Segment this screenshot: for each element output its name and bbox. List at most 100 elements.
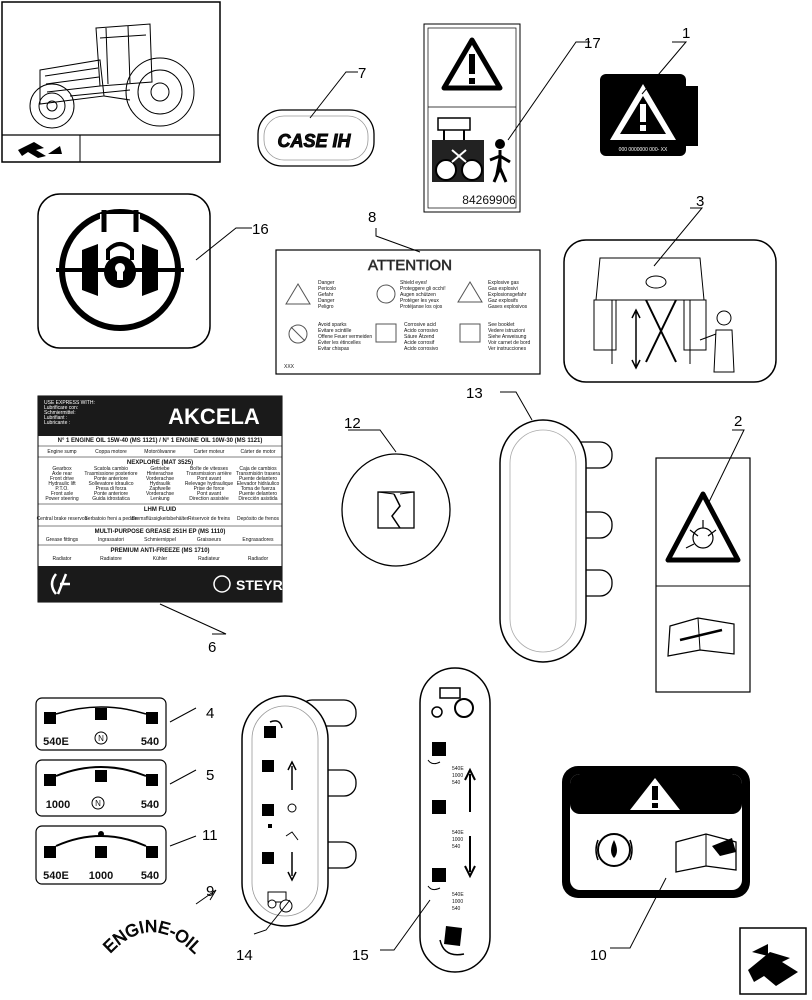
pto15-mid-2: 540 — [452, 844, 461, 850]
akcela-row2-cell: Gearbox — [52, 466, 72, 472]
attention-decal: ATTENTION Danger Pericolo Gefahr Danger … — [275, 249, 541, 375]
callout-11: 11 — [202, 827, 218, 844]
pto-decal-5: 1000 N 540 — [35, 759, 167, 817]
akcela-row4-c4: Engrasadores — [242, 537, 274, 543]
callout-4: 4 — [206, 705, 214, 722]
pto4-right: 540 — [141, 736, 159, 748]
akcela-row1-c1: Coppa motore — [95, 449, 127, 455]
warning-decal-1: 000 0000000 000- XX — [600, 74, 698, 156]
akcela-row5-c2: Kühler — [153, 556, 168, 562]
attn-explosive-3: Gaz explosifs — [488, 298, 519, 304]
attn-booklet-4: Ver instrucciones — [488, 346, 527, 352]
attn-corrosive-0: Corrosive acid — [404, 322, 436, 328]
round-cap-12 — [341, 453, 451, 567]
attn-shield-3: Protéger les yeux — [400, 298, 439, 304]
tractor-crush-icon — [432, 117, 511, 183]
akcela-row2-cell: Elevador hidráulico — [237, 481, 280, 487]
attn-danger-2: Gefahr — [318, 292, 334, 298]
lever-decal-15: 540E 1000 540 540E 1000 540 540E 1000 54… — [419, 667, 491, 973]
akcela-row2-cell: Boîte de vitesses — [190, 466, 229, 472]
akcela-row2-cell: P.T.O. — [55, 486, 68, 492]
explosion-hazard-icon — [665, 491, 741, 563]
akcela-top-4: Lubricante : — [44, 420, 70, 426]
akcela-row4-c0: Grease fittings — [46, 537, 79, 543]
attn-sparks-0: Avoid sparks — [318, 322, 347, 328]
attn-explosive-1: Gas esplosivi — [488, 286, 518, 292]
attn-shield-0: Shield eyes! — [400, 280, 427, 286]
akcela-row3-c4: Depósito de frenos — [237, 516, 279, 522]
next-page-arrow-icon[interactable] — [739, 927, 807, 995]
akcela-row5-c1: Radiatore — [100, 556, 122, 562]
part-1-code: 000 0000000 000- XX — [619, 147, 668, 153]
oil-booklet-decal — [562, 766, 750, 898]
callout-17: 17 — [584, 35, 601, 52]
akcela-row2-cell: Lenkung — [150, 496, 169, 502]
akcela-row2-cell: Ponte anteriore — [94, 476, 128, 482]
pto-decal-4: 540E N 540 — [35, 697, 167, 751]
callout-8: 8 — [368, 209, 376, 226]
pto15-top-0: 540E — [452, 766, 464, 772]
akcela-row5-c4: Radiador — [248, 556, 269, 562]
akcela-row2-cell: Vorderachse — [146, 491, 174, 497]
akcela-row2-cell: Axle rear — [52, 471, 72, 477]
akcela-row2-cell: Front axle — [51, 491, 73, 497]
explosive-booklet-decal — [655, 457, 751, 693]
akcela-row2-cell: Ponte anteriore — [94, 491, 128, 497]
pto15-mid-1: 1000 — [452, 837, 463, 843]
akcela-row3-c1: Serbatoio freni a pedale — [84, 516, 137, 522]
akcela-row2-cell: Relevage hydraulique — [185, 481, 234, 487]
attn-danger-0: Danger — [318, 280, 335, 286]
case-logo-text: CASE IH — [277, 131, 351, 151]
attn-shield-2: Augen schützen — [400, 292, 436, 298]
pto4-mid: N — [98, 734, 104, 743]
attn-code: XXX — [284, 364, 295, 370]
callout-7: 7 — [358, 65, 366, 82]
pto15-bot-1: 1000 — [452, 899, 463, 905]
akcela-row1-c0: Engine sump — [47, 449, 76, 455]
attn-shield-1: Proteggere gli occhi! — [400, 286, 446, 292]
attention-title: ATTENTION — [368, 257, 452, 274]
akcela-row2-cell: Direction assistée — [189, 496, 229, 502]
akcela-row2-cell: Pont avant — [197, 476, 222, 482]
pto11-left: 540E — [43, 870, 69, 882]
akcela-row2-cell: Trasmissione posteriore — [84, 471, 137, 477]
engine-oil-arc: ENGINE-OIL — [99, 917, 205, 958]
akcela-row2-cell: Guida idrostatica — [92, 496, 130, 502]
case-ih-badge: CASE IH — [257, 109, 375, 167]
attn-explosive-0: Explosive gas — [488, 280, 519, 286]
callout-2: 2 — [734, 413, 742, 430]
akcela-brand: AKCELA — [168, 404, 260, 429]
callout-6: 6 — [208, 639, 216, 656]
attn-booklet-2: Siehe Anweisung — [488, 334, 527, 340]
akcela-row4-c3: Graisseurs — [197, 537, 222, 543]
akcela-row2-title: NEXPLORE (MAT 3525) — [127, 460, 193, 466]
pto5-left: 1000 — [46, 799, 70, 811]
pto4-left: 540E — [43, 736, 69, 748]
akcela-row1-c3: Carter moteur — [194, 449, 225, 455]
callout-12: 12 — [344, 415, 361, 432]
pto11-right: 540 — [141, 870, 159, 882]
callout-3: 3 — [696, 193, 704, 210]
akcela-row1-title: N° 1 ENGINE OIL 15W-40 (MS 1121) / N° 1 … — [58, 438, 263, 444]
akcela-row2-cell: Vorderachse — [146, 476, 174, 482]
akcela-row3-c0: Central brake reservoir — [37, 516, 88, 522]
attn-danger-3: Danger — [318, 298, 335, 304]
callout-1: 1 — [682, 25, 690, 42]
steyr-brand: STEYR — [236, 577, 283, 593]
pto-decal-11: 540E 1000 540 — [35, 825, 167, 885]
attn-corrosive-3: Acide corrosif — [404, 340, 435, 346]
tractor-thumbnail — [1, 1, 221, 163]
akcela-row2-cell: Transmission arrière — [186, 471, 232, 477]
akcela-row4-c1: Ingrassatori — [98, 537, 124, 543]
attn-booklet-0: See booklet — [488, 322, 515, 328]
attn-explosive-2: Explosionsgefahr — [488, 292, 527, 298]
pto5-mid: N — [95, 799, 101, 808]
akcela-row5-c3: Radiateur — [198, 556, 220, 562]
pto11-mid: 1000 — [89, 870, 113, 882]
callout-5: 5 — [206, 767, 214, 784]
callout-10: 10 — [590, 947, 607, 964]
attn-sparks-1: Evitare scintille — [318, 328, 352, 334]
akcela-row2-cell: Pont avant — [197, 491, 222, 497]
